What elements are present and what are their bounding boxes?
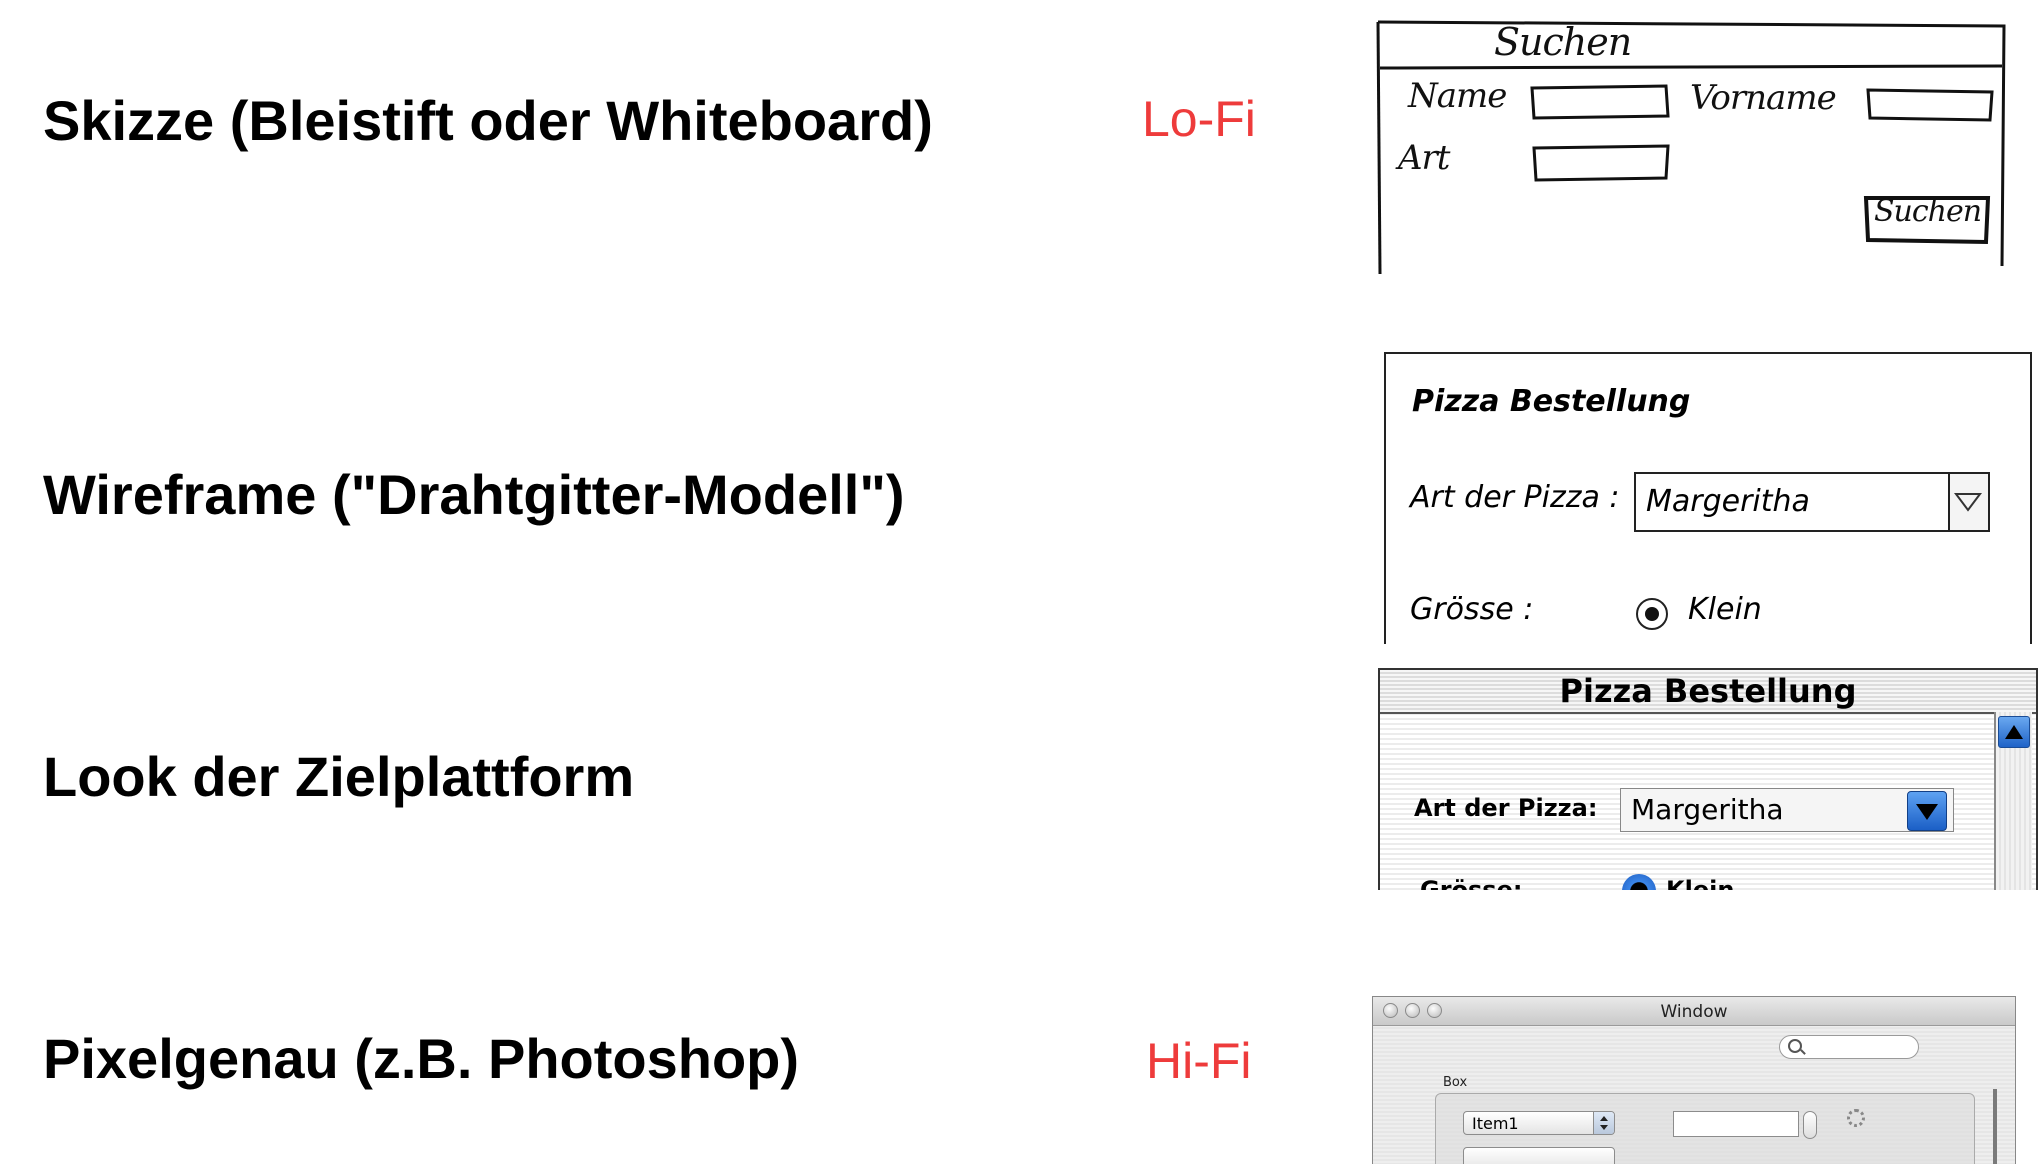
platform-art-label: Art der Pizza:: [1414, 794, 1598, 822]
row-label-pixelgenau: Pixelgenau (z.B. Photoshop): [43, 1027, 800, 1090]
scroll-up-icon: [1998, 716, 2030, 748]
minimize-dot-icon: [1405, 1003, 1420, 1018]
wireframe-art-select: Margeritha: [1634, 472, 1990, 532]
wireframe-art-label: Art der Pizza :: [1410, 480, 1620, 515]
wireframe-title: Pizza Bestellung: [1412, 384, 1691, 419]
mac-popup-button-2: [1463, 1147, 1615, 1164]
zoom-dot-icon: [1427, 1003, 1442, 1018]
wireframe-radio-label: Klein: [1688, 592, 1762, 627]
search-icon: [1788, 1039, 1802, 1053]
wireframe-art-value: Margeritha: [1646, 484, 1810, 519]
mac-window-title: Window: [1660, 1002, 1728, 1022]
sketch-art-label: Art: [1398, 138, 1450, 178]
chevron-down-icon: [1948, 474, 1988, 530]
wireframe-groesse-label: Grösse :: [1410, 592, 1534, 627]
row-label-zielplattform: Look der Zielplattform: [43, 745, 635, 808]
platform-radio-label: Klein: [1666, 876, 1735, 890]
stepper-icon: [1803, 1111, 1817, 1139]
row-label-skizze: Skizze (Bleistift oder Whiteboard): [43, 89, 933, 152]
sketch-lines: [1376, 20, 2006, 275]
pixel-mockup: Window Box Item1: [1372, 996, 2016, 1164]
row-label-wireframe: Wireframe ("Drahtgitter-Modell"): [43, 463, 905, 526]
mac-titlebar: Window: [1373, 997, 2015, 1026]
platform-art-value: Margeritha: [1631, 793, 1784, 826]
sketch-title: Suchen: [1494, 20, 1632, 64]
platform-titlebar: Pizza Bestellung: [1380, 670, 2036, 714]
platform-scrollbar: [1994, 712, 2032, 890]
platform-title: Pizza Bestellung: [1559, 672, 1857, 710]
close-dot-icon: [1383, 1003, 1398, 1018]
progress-spinner-icon: [1847, 1109, 1865, 1127]
mac-search-field: [1779, 1035, 1919, 1059]
mac-scrollbar: [1993, 1089, 1997, 1164]
mac-text-field: [1673, 1111, 1799, 1137]
mac-box-label: Box: [1443, 1075, 1468, 1090]
radio-selected-icon: [1636, 598, 1668, 630]
platform-mockup: Pizza Bestellung Art der Pizza: Margerit…: [1378, 668, 2038, 890]
lofi-label: Lo-Fi: [1142, 91, 1256, 147]
wireframe-mockup: Pizza Bestellung Art der Pizza : Margeri…: [1384, 352, 2032, 644]
sketch-vorname-label: Vorname: [1690, 78, 1837, 118]
mac-popup-button: Item1: [1463, 1111, 1615, 1135]
sketch-mockup: Suchen Name Vorname Art Suchen: [1374, 18, 2014, 276]
sketch-search-button: Suchen: [1874, 194, 1982, 229]
mac-popup-value: Item1: [1472, 1114, 1519, 1133]
radio-selected-icon: [1622, 874, 1656, 890]
chevron-down-icon: [1907, 791, 1947, 831]
platform-art-select: Margeritha: [1620, 788, 1954, 832]
updown-arrows-icon: [1593, 1112, 1614, 1134]
sketch-name-label: Name: [1408, 76, 1507, 116]
platform-groesse-label: Grösse:: [1420, 876, 1523, 890]
hifi-label: Hi-Fi: [1146, 1033, 1252, 1089]
